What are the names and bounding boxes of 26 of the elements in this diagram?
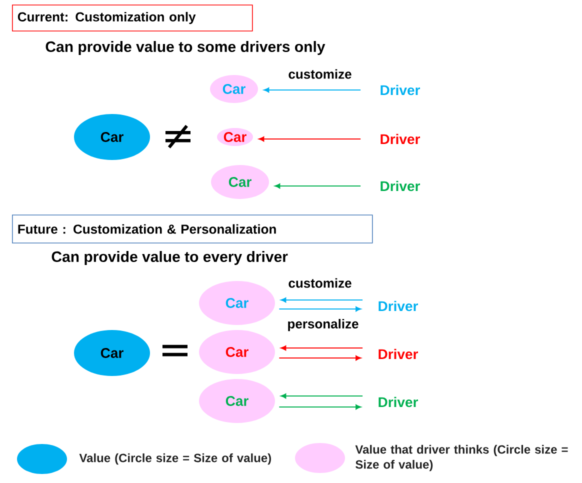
relation-symbol: = [162, 344, 188, 356]
driver-label: Driver [378, 300, 418, 312]
driver-label: Driver [380, 180, 420, 192]
driver-label: Driver [380, 134, 420, 144]
arrow [279, 355, 362, 361]
edge-label: customize [288, 278, 352, 288]
arrow [280, 297, 363, 303]
driver-label: Driver [378, 396, 418, 408]
arrow [258, 136, 361, 142]
legend-text: Value (Circle size = Size of value) [79, 453, 271, 465]
driver-label: Driver [378, 348, 418, 360]
heading-box: Current: Customization only [12, 4, 253, 32]
heading-box: Future : Customization & Personalization [12, 214, 373, 244]
relation-symbol: ≠ [165, 124, 190, 148]
subheading: Can provide value to some drivers only [46, 41, 326, 55]
legend-text: Value that driver thinks (Circle size = Size of value) [355, 444, 568, 472]
edge-label: customize [288, 69, 352, 79]
driver-label: Driver [380, 84, 420, 96]
subheading: Can provide value to every driver [52, 251, 288, 265]
edge-label: personalize [288, 318, 358, 332]
arrow [274, 183, 361, 189]
arrow [264, 87, 361, 93]
arrow [279, 404, 362, 410]
arrow [280, 345, 363, 351]
arrow [279, 306, 362, 312]
arrow [280, 393, 363, 399]
